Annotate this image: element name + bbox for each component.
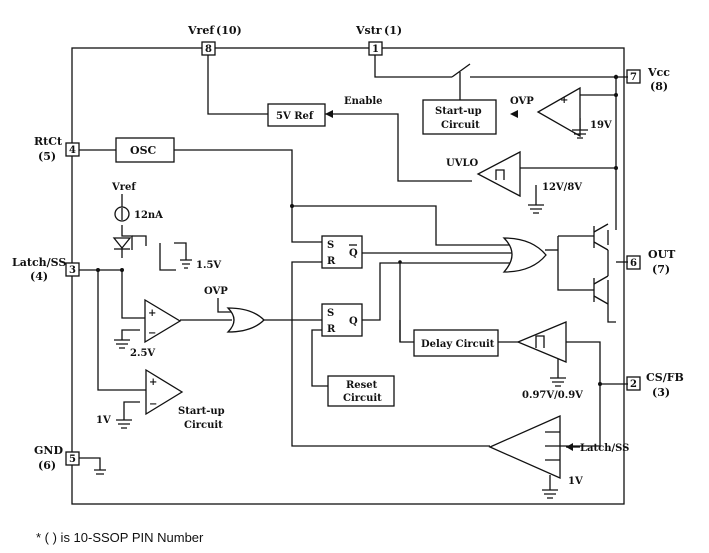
- comparator-uvlo: [476, 150, 521, 198]
- pin-rtct-num: 4: [69, 145, 76, 156]
- sr2-s: S: [327, 308, 334, 319]
- pin-csfb: 2 CS/FB (3): [626, 371, 684, 399]
- pin-rtct-sub: (5): [38, 150, 56, 163]
- svg-text:−: −: [148, 328, 156, 339]
- block-5v-ref: 5V Ref: [267, 103, 326, 127]
- svg-text:+: +: [560, 95, 568, 106]
- label-uvlo: UVLO: [446, 158, 479, 169]
- pin-vcc-num: 7: [630, 72, 637, 83]
- label-enable: Enable: [344, 96, 383, 107]
- pin-latch-num: 3: [69, 265, 76, 276]
- sr1-q: Q: [349, 248, 358, 259]
- block-osc: OSC: [115, 137, 175, 163]
- comparator-startup-bottom: [145, 368, 184, 416]
- pin-vcc-label: Vcc: [647, 66, 670, 79]
- or-gate-main: [502, 237, 547, 273]
- pin-latch-sub: (4): [30, 270, 48, 283]
- pin-vref-label: Vref: [187, 24, 215, 37]
- svg-text:−: −: [149, 399, 157, 410]
- pin-vref-sub: (10): [216, 24, 242, 37]
- pin-vref: Vref (10) 8: [187, 24, 242, 56]
- pin-vstr-sub: (1): [384, 24, 402, 37]
- label-1v-right: 1V: [568, 476, 583, 487]
- block-5v-ref-label: 5V Ref: [276, 111, 314, 122]
- block-startup-top: Start-up Circuit: [422, 99, 497, 135]
- block-reset-line2: Circuit: [343, 393, 382, 404]
- pin-csfb-num: 2: [630, 379, 637, 390]
- ground-symbols: [94, 129, 588, 499]
- label-latchss-input: Latch/SS: [580, 443, 629, 454]
- block-osc-label: OSC: [130, 144, 157, 157]
- pin-vstr-label: Vstr: [355, 24, 382, 37]
- pin-vstr-num: 1: [372, 44, 379, 55]
- pin-vcc-sub: (8): [650, 80, 668, 93]
- svg-text:+: +: [148, 308, 156, 319]
- label-ovp-top: OVP: [510, 96, 534, 107]
- label-startup-bottom-2: Circuit: [184, 420, 223, 431]
- label-1-5v: 1.5V: [196, 260, 221, 271]
- svg-text:+: +: [149, 377, 157, 388]
- label-12na: 12nA: [134, 210, 163, 221]
- label-ovp-left: OVP: [204, 286, 228, 297]
- comparator-latch-ovp: [144, 298, 182, 344]
- label-1v-left: 1V: [96, 415, 111, 426]
- pin-latch-label: Latch/SS: [12, 256, 66, 269]
- sr1-s: S: [327, 240, 334, 251]
- pin-vstr: Vstr (1) 1: [355, 24, 402, 56]
- block-startup-top-line2: Circuit: [441, 120, 480, 131]
- pin-out: 6 OUT (7): [626, 248, 676, 276]
- comparator-pwm: [488, 415, 561, 479]
- pin-out-num: 6: [630, 258, 637, 269]
- wires: [79, 55, 628, 490]
- sr2-r: R: [327, 324, 336, 335]
- sr-latch-2: S R Q: [321, 303, 363, 337]
- label-vref-source: Vref: [111, 182, 136, 193]
- pin-rtct: RtCt (5) 4: [34, 135, 80, 163]
- block-reset-circuit: Reset Circuit: [327, 375, 395, 407]
- pin-out-label: OUT: [648, 248, 676, 261]
- pin-gnd-num: 5: [69, 454, 76, 465]
- or-gate-ovp: [226, 307, 265, 333]
- pin-latch: Latch/SS (4) 3: [12, 256, 80, 283]
- sr-latch-1: S R Q: [321, 235, 363, 269]
- pin-vcc: 7 Vcc (8): [626, 66, 670, 93]
- comparator-ovp-top: [536, 86, 581, 138]
- label-19v: 19V: [590, 120, 612, 131]
- label-0-97v: 0.97V/0.9V: [522, 390, 583, 401]
- block-reset-line1: Reset: [346, 380, 378, 391]
- pin-rtct-label: RtCt: [34, 135, 63, 148]
- pin-vref-num: 8: [205, 44, 212, 55]
- output-transistors: [593, 223, 609, 305]
- pin-gnd-label: GND: [34, 444, 63, 457]
- label-2-5v: 2.5V: [130, 348, 155, 359]
- label-startup-bottom-1: Start-up: [178, 406, 225, 417]
- pin-gnd: GND (6) 5: [34, 444, 80, 472]
- block-startup-top-line1: Start-up: [435, 106, 482, 117]
- pin-csfb-sub: (3): [652, 386, 670, 399]
- block-delay-circuit: Delay Circuit: [413, 329, 499, 357]
- pin-gnd-sub: (6): [38, 459, 56, 472]
- pin-out-sub: (7): [652, 263, 670, 276]
- diode: [112, 237, 132, 250]
- sr2-q: Q: [349, 316, 358, 327]
- current-source: [114, 194, 130, 222]
- label-12v-8v: 12V/8V: [542, 182, 582, 193]
- block-delay-label: Delay Circuit: [421, 339, 495, 350]
- comparator-delay: [516, 321, 567, 363]
- sr1-r: R: [327, 256, 336, 267]
- footnote: * ( ) is 10-SSOP PIN Number: [36, 530, 204, 545]
- pin-csfb-label: CS/FB: [646, 371, 684, 384]
